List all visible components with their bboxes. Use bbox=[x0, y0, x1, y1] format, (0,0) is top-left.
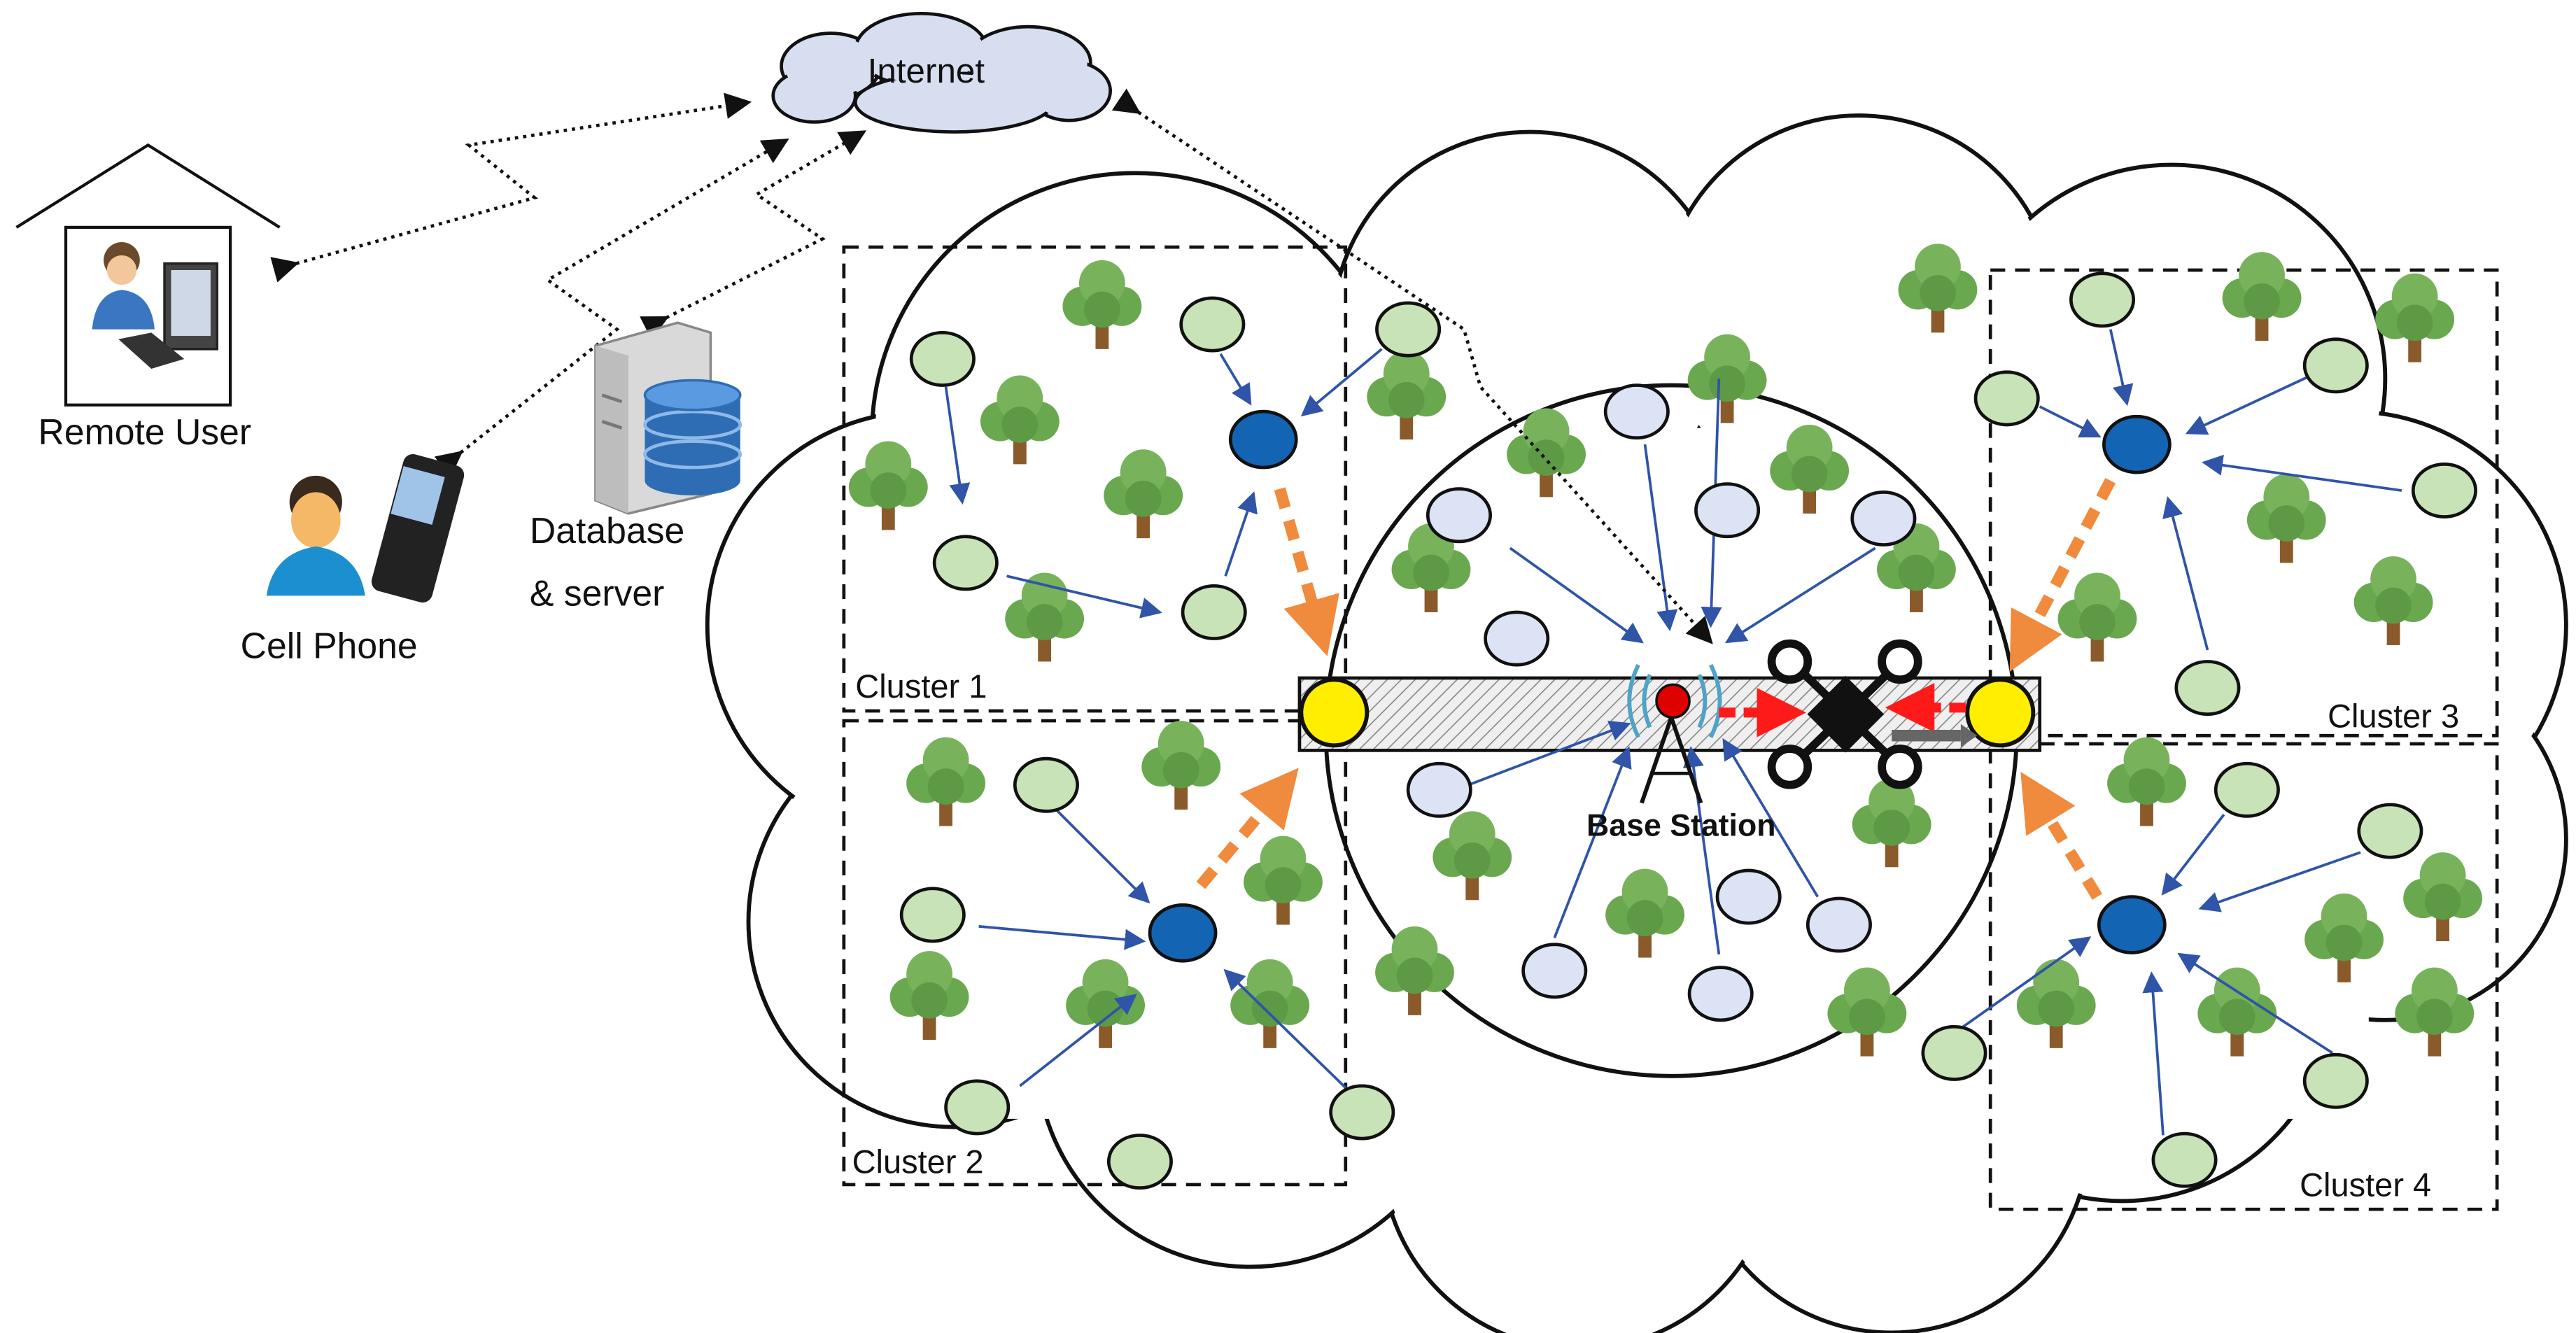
inner-sensor-node bbox=[1406, 761, 1472, 818]
sensor-node bbox=[2213, 761, 2280, 818]
inner-sensor-node bbox=[1603, 383, 1670, 440]
inner-sensor-node bbox=[1715, 868, 1782, 925]
tree-icon bbox=[2375, 273, 2455, 362]
cluster-1-label: Cluster 1 bbox=[855, 668, 987, 705]
user-computer-icon bbox=[92, 242, 219, 369]
cluster-2-box bbox=[842, 719, 1348, 1187]
cell-phone-label: Cell Phone bbox=[241, 626, 418, 666]
inner-sensor-node bbox=[1484, 610, 1550, 667]
sensor-node bbox=[909, 330, 976, 387]
sensor-node bbox=[2302, 1052, 2369, 1109]
sensor-node bbox=[1973, 370, 2040, 427]
gateway-left bbox=[1299, 677, 1370, 748]
cluster-head-2 bbox=[1148, 903, 1218, 963]
cluster-4-box bbox=[1988, 742, 2499, 1211]
sensor-node bbox=[2069, 271, 2136, 328]
sensor-node bbox=[1375, 301, 1442, 358]
cluster-head-3 bbox=[2102, 414, 2172, 474]
sensor-node bbox=[932, 535, 999, 591]
house-icon bbox=[15, 143, 281, 407]
database-label-line2: & server bbox=[530, 573, 665, 614]
internet-cloud bbox=[771, 11, 1112, 134]
sensor-node bbox=[2357, 803, 2423, 859]
sensor-node bbox=[944, 1079, 1011, 1136]
drone-arrows bbox=[1719, 683, 1966, 738]
sensor-node bbox=[2174, 660, 2241, 717]
cluster-4-label: Cluster 4 bbox=[2300, 1166, 2431, 1203]
inner-sensor-node bbox=[1694, 482, 1761, 539]
base-station-tower-icon bbox=[1627, 663, 1722, 804]
sensor-node bbox=[1921, 1024, 1987, 1081]
cluster-head-4 bbox=[2097, 895, 2167, 954]
inner-sensor-node bbox=[1687, 966, 1754, 1022]
sensor-node bbox=[2411, 463, 2477, 519]
sensor-node bbox=[1181, 584, 1247, 640]
inner-sensor-node bbox=[1850, 490, 1917, 546]
sensor-node bbox=[899, 887, 966, 943]
internet-label: Internet bbox=[868, 52, 985, 90]
database-icon bbox=[643, 379, 742, 496]
cluster-heads bbox=[1148, 409, 2172, 963]
cluster-head-1 bbox=[1228, 409, 1298, 470]
gateway-right bbox=[1965, 677, 2036, 748]
sensor-node bbox=[1106, 1134, 1173, 1190]
network-links bbox=[270, 88, 1713, 644]
cluster-2-label: Cluster 2 bbox=[852, 1143, 984, 1180]
sensor-nodes bbox=[899, 271, 2477, 1190]
database-label-line1: Database bbox=[530, 510, 684, 551]
sensor-node bbox=[1013, 756, 1079, 813]
inner-nodes bbox=[1406, 383, 1917, 1022]
cluster-3-label: Cluster 3 bbox=[2328, 697, 2459, 734]
person-icon bbox=[266, 475, 365, 596]
cluster-1-box bbox=[842, 245, 1348, 713]
drone-icon bbox=[1767, 639, 1922, 789]
inner-sensor-node bbox=[1521, 943, 1588, 999]
mobile-phone-icon bbox=[371, 454, 465, 603]
sensor-node bbox=[2151, 1131, 2218, 1188]
sensor-node bbox=[1179, 296, 1246, 353]
remote-user-label: Remote User bbox=[38, 411, 252, 452]
sensor-node bbox=[2302, 337, 2369, 394]
inner-sensor-node bbox=[1806, 896, 1872, 953]
sensor-node bbox=[1329, 1084, 1395, 1141]
inner-sensor-node bbox=[1426, 487, 1492, 544]
base-station-label: Base Station bbox=[1586, 809, 1775, 843]
